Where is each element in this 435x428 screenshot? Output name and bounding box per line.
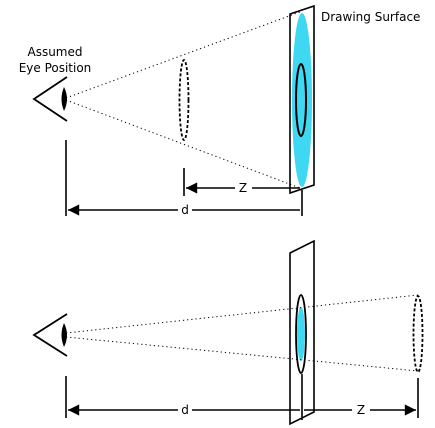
projected-disc	[292, 13, 312, 187]
projected-disc-bottom	[297, 307, 305, 361]
sight-line-lower	[65, 99, 301, 189]
eye-icon	[32, 76, 68, 122]
projected-circle-outline	[295, 63, 307, 137]
eye-icon	[32, 313, 68, 357]
sight-line-upper	[65, 11, 301, 99]
eye-position-label-line2: Eye Position	[19, 61, 92, 75]
d-dimension-label: d	[181, 203, 189, 217]
top-scene: Assumed Eye Position Drawing Surface Z d	[19, 4, 420, 217]
drawing-surface-label: Drawing Surface	[321, 10, 420, 24]
projected-circle-outline-bottom	[295, 294, 307, 374]
d-dimension-label-bottom: d	[181, 403, 189, 417]
bottom-scene: d Z	[32, 239, 424, 426]
z-dimension-label: Z	[239, 181, 247, 195]
sight-line-lower-bottom	[65, 336, 419, 372]
sight-line-upper-bottom	[65, 294, 419, 334]
z-dimension-label-bottom: Z	[357, 403, 365, 417]
object-circle-bottom	[412, 295, 424, 373]
object-circle	[178, 59, 190, 141]
eye-position-label-line1: Assumed	[27, 45, 82, 59]
